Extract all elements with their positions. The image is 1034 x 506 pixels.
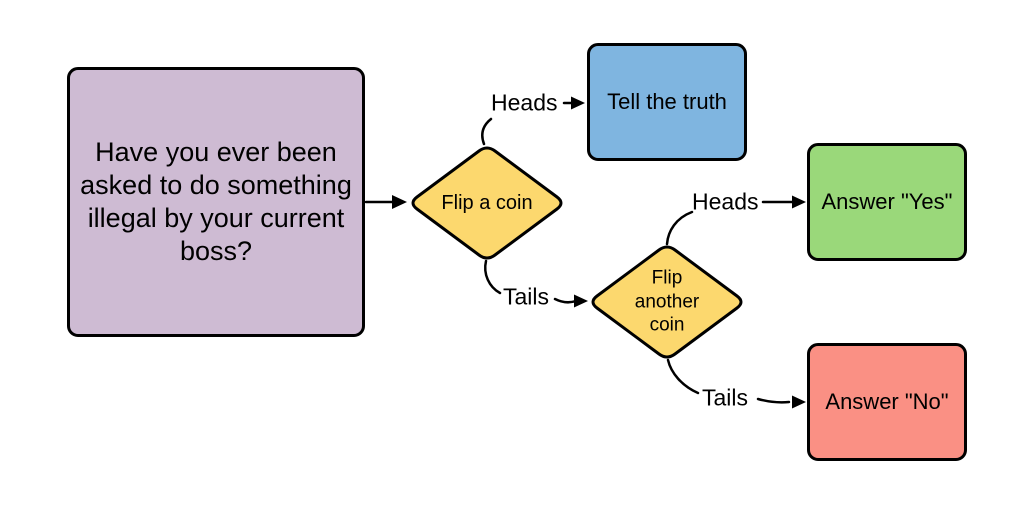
arrowhead-question-to-flip1 — [392, 195, 407, 209]
node-flip-coin-1-shape — [411, 146, 563, 260]
node-tell-truth-label: Tell the truth — [607, 88, 727, 114]
node-answer-yes-label: Answer "Yes" — [821, 188, 953, 214]
node-tell-truth: Tell the truth — [587, 43, 747, 161]
edge-flip2-to-heads-label — [665, 210, 694, 246]
node-answer-no: Answer "No" — [807, 343, 967, 461]
node-flip-coin-1-label: Flip a coin — [441, 192, 533, 214]
node-answer-no-label: Answer "No" — [825, 388, 949, 414]
arrowhead-tails-to-flip2 — [574, 294, 588, 308]
edge-flip1-to-tails-label — [484, 259, 502, 295]
edge-flip2-to-tails-label — [666, 358, 700, 395]
arrowhead-heads-to-tell-truth — [571, 96, 585, 110]
node-flip-coin-2-shape — [591, 245, 743, 359]
edge-tails-to-answer-no — [756, 397, 791, 404]
arrowhead-tails-to-answer-no — [792, 395, 806, 409]
edge-label-heads-2: Heads — [692, 188, 759, 215]
node-flip-coin-2-label: Flip another coin — [634, 267, 700, 336]
edge-flip1-to-heads-label — [481, 117, 493, 146]
edge-label-tails-2: Tails — [702, 384, 749, 411]
edge-label-heads-1: Heads — [491, 89, 558, 116]
node-question: Have you ever been asked to do something… — [67, 67, 365, 337]
edge-label-tails-1: Tails — [503, 283, 550, 310]
node-question-label: Have you ever been asked to do something… — [80, 137, 352, 266]
arrowhead-heads-to-answer-yes — [792, 195, 806, 209]
edge-tails-to-flip2 — [553, 297, 578, 304]
node-answer-yes: Answer "Yes" — [807, 143, 967, 261]
